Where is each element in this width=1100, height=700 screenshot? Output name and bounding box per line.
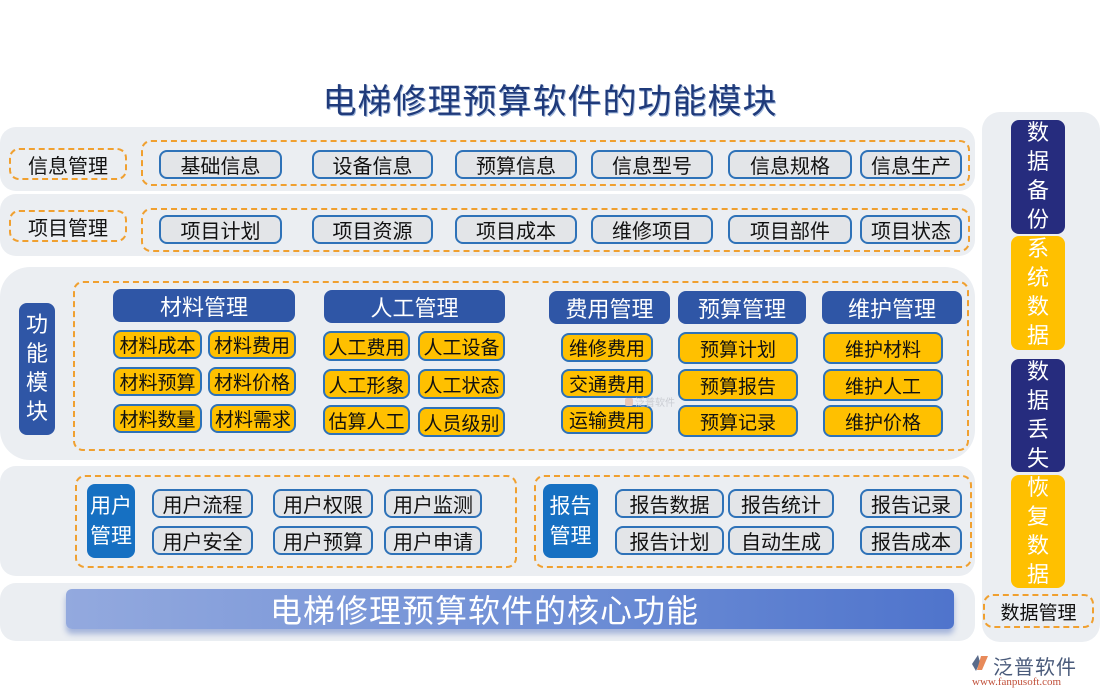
chip-labor-estimate[interactable]: 估算人工 [323, 405, 410, 435]
chip-info-production[interactable]: 信息生产 [860, 150, 962, 179]
watermark-logo-icon [625, 398, 633, 406]
chip-material-fee[interactable]: 材料费用 [208, 330, 296, 359]
chip-report-data[interactable]: 报告数据 [615, 489, 724, 518]
expense-management-header[interactable]: 费用管理 [549, 291, 670, 324]
maintenance-management-header[interactable]: 维护管理 [822, 291, 962, 324]
chip-report-statistics[interactable]: 报告统计 [728, 489, 834, 518]
data-loss-block[interactable]: 数 据 丢 失 [1011, 359, 1065, 472]
material-management-header[interactable]: 材料管理 [113, 289, 295, 322]
recover-data-block[interactable]: 恢 复 数 据 [1011, 475, 1065, 588]
labor-management-header[interactable]: 人工管理 [324, 290, 505, 323]
chip-budget-plan[interactable]: 预算计划 [678, 332, 798, 364]
chip-user-application[interactable]: 用户申请 [384, 526, 482, 555]
chip-labor-level[interactable]: 人员级别 [418, 407, 505, 437]
chip-info-spec[interactable]: 信息规格 [728, 150, 852, 179]
fanpu-logo-name: 泛普软件 [993, 655, 1077, 679]
user-management-box [75, 475, 517, 568]
project-management-label-box: 项目管理 [9, 210, 127, 242]
chip-material-cost[interactable]: 材料成本 [113, 330, 202, 359]
function-modules-char: 能 [25, 342, 48, 367]
chip-report-plan[interactable]: 报告计划 [615, 526, 724, 555]
chip-info-budget[interactable]: 预算信息 [455, 150, 577, 179]
project-management-items-box [141, 208, 970, 252]
chip-maintenance-material[interactable]: 维护材料 [823, 332, 943, 364]
chip-auto-generate[interactable]: 自动生成 [728, 526, 834, 555]
fanpu-logo: 泛普软件 www.fanpusoft.com [966, 651, 1096, 691]
function-modules-box [73, 281, 969, 451]
chip-user-security[interactable]: 用户安全 [152, 526, 253, 555]
chip-maintenance-labor[interactable]: 维护人工 [823, 369, 943, 401]
chip-user-monitoring[interactable]: 用户监测 [384, 489, 482, 518]
chip-info-basic[interactable]: 基础信息 [159, 150, 282, 179]
function-modules-char: 模 [25, 371, 48, 396]
chip-user-workflow[interactable]: 用户流程 [152, 489, 253, 518]
info-management-label-box: 信息管理 [9, 148, 127, 180]
budget-management-header[interactable]: 预算管理 [678, 291, 806, 324]
fanpu-logo-icon [972, 655, 988, 671]
function-modules-char: 块 [25, 400, 48, 425]
report-management-label: 报告 管理 [543, 484, 598, 558]
data-management-label-box: 数据管理 [983, 594, 1094, 628]
project-management-label: 项目管理 [28, 215, 108, 240]
chip-labor-cost[interactable]: 人工费用 [323, 331, 410, 361]
chip-labor-equipment[interactable]: 人工设备 [418, 331, 505, 361]
chip-transport-fee[interactable]: 交通费用 [561, 369, 653, 398]
chip-project-status[interactable]: 项目状态 [860, 215, 962, 244]
chip-user-permission[interactable]: 用户权限 [273, 489, 373, 518]
watermark: 泛普软件 [625, 394, 675, 409]
chip-budget-record[interactable]: 预算记录 [678, 405, 798, 437]
chip-project-cost[interactable]: 项目成本 [455, 215, 577, 244]
page-title: 电梯修理预算软件的功能模块 [322, 82, 778, 122]
data-management-label: 数据管理 [1000, 601, 1077, 624]
chip-info-model[interactable]: 信息型号 [591, 150, 713, 179]
fanpu-logo-url: www.fanpusoft.com [972, 676, 1062, 688]
chip-repair-fee[interactable]: 维修费用 [561, 333, 653, 362]
user-report-panel [0, 466, 975, 576]
chip-maintenance-price[interactable]: 维护价格 [823, 405, 943, 437]
core-function-banner: 电梯修理预算软件的核心功能 [66, 589, 954, 630]
chip-report-record[interactable]: 报告记录 [860, 489, 962, 518]
system-data-block[interactable]: 系 统 数 据 [1011, 236, 1065, 350]
chip-project-repair[interactable]: 维修项目 [591, 215, 713, 244]
chip-shipping-fee[interactable]: 运输费用 [561, 405, 653, 434]
function-modules-char: 功 [25, 313, 48, 338]
chip-material-demand[interactable]: 材料需求 [210, 404, 296, 433]
chip-user-budget[interactable]: 用户预算 [273, 526, 373, 555]
data-backup-block[interactable]: 数 据 备 份 [1011, 120, 1065, 234]
info-management-items-box [141, 140, 970, 186]
chip-material-price[interactable]: 材料价格 [208, 367, 296, 396]
info-management-label: 信息管理 [28, 153, 108, 178]
report-management-box [534, 475, 972, 568]
chip-labor-image[interactable]: 人工形象 [323, 369, 410, 399]
chip-project-resource[interactable]: 项目资源 [312, 215, 433, 244]
function-modules-label: 功 能 模 块 [19, 303, 55, 435]
chip-material-quantity[interactable]: 材料数量 [113, 404, 202, 433]
chip-info-equipment[interactable]: 设备信息 [312, 150, 433, 179]
chip-material-budget[interactable]: 材料预算 [113, 367, 202, 396]
chip-budget-report[interactable]: 预算报告 [678, 369, 798, 401]
chip-report-cost[interactable]: 报告成本 [860, 526, 962, 555]
user-management-label: 用户 管理 [87, 484, 135, 558]
chip-project-plan[interactable]: 项目计划 [159, 215, 282, 244]
chip-project-parts[interactable]: 项目部件 [728, 215, 852, 244]
chip-labor-status[interactable]: 人工状态 [418, 369, 505, 399]
